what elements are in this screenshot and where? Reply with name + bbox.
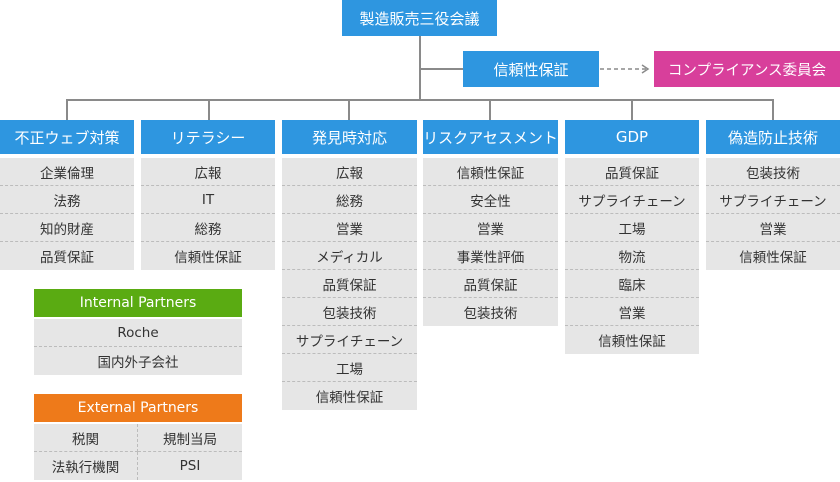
dept-header-gdp: GDP [565,120,699,154]
list-item: サプライチェーン [282,326,417,354]
list-item: 品質保証 [282,270,417,298]
list-item: IT [141,186,275,214]
list-item: 法務 [0,186,134,214]
list-item: 工場 [565,214,699,242]
dept-header-fraud-web: 不正ウェブ対策 [0,120,134,154]
list-item: Roche [34,319,242,347]
list-item: 営業 [282,214,417,242]
list-item: メディカル [282,242,417,270]
list-item: 信頼性保証 [739,250,807,266]
list-item: 広報 [141,158,275,186]
arrow-head-icon [641,64,650,74]
list-item: 物流 [565,242,699,270]
grid-item: 税関 [34,424,138,452]
list-item: 安全性 [423,186,558,214]
list-item: 信頼性保証 [315,390,384,406]
list-item: 工場 [282,354,417,382]
list-item: 臨床 [565,270,699,298]
list-item: 信頼性保証 [598,334,666,350]
list-item: 信頼性保証 [423,158,558,186]
external-partners-grid: 税関 規制当局 法執行機関 PSI [34,424,242,480]
dept-header-literacy: リテラシー [141,120,275,154]
compliance-committee-box: コンプライアンス委員会 [654,51,840,87]
list-item: 営業 [565,298,699,326]
list-item: 広報 [282,158,417,186]
list-item: 総務 [141,214,275,242]
external-partners-header: External Partners [34,394,242,422]
list-item: 包装技術 [463,306,518,322]
dept-list-fraud-web: 企業倫理 法務 知的財産 品質保証 [0,158,134,270]
list-item: 包装技術 [282,298,417,326]
internal-partners-header: Internal Partners [34,289,242,317]
list-item: 営業 [706,214,840,242]
dept-header-anti-counterfeit: 偽造防止技術 [706,120,840,154]
dept-list-gdp: 品質保証 サプライチェーン 工場 物流 臨床 営業 信頼性保証 [565,158,699,354]
dept-header-response: 発見時対応 [282,120,417,154]
internal-partners-list: Roche 国内外子会社 [34,319,242,375]
list-item: サプライチェーン [565,186,699,214]
list-item: 品質保証 [565,158,699,186]
grid-item: PSI [179,458,201,474]
list-item: 総務 [282,186,417,214]
grid-item: 法執行機関 [34,452,138,480]
list-item: 事業性評価 [423,242,558,270]
dept-list-risk-assessment: 信頼性保証 安全性 営業 事業性評価 品質保証 包装技術 [423,158,558,326]
grid-item: 規制当局 [138,424,242,452]
list-item: 国内外子会社 [97,355,179,371]
list-item: 知的財産 [0,214,134,242]
list-item: 営業 [423,214,558,242]
list-item: 包装技術 [706,158,840,186]
dept-list-literacy: 広報 IT 総務 信頼性保証 [141,158,275,270]
list-item: 品質保証 [423,270,558,298]
list-item: サプライチェーン [706,186,840,214]
dept-header-risk-assessment: リスクアセスメント [423,120,558,154]
list-item: 企業倫理 [0,158,134,186]
dept-list-anti-counterfeit: 包装技術 サプライチェーン 営業 信頼性保証 [706,158,840,270]
list-item: 信頼性保証 [174,250,242,266]
dept-list-response: 広報 総務 営業 メディカル 品質保証 包装技術 サプライチェーン 工場 信頼性… [282,158,417,410]
top-committee-box: 製造販売三役会議 [342,0,497,36]
qa-box: 信頼性保証 [463,51,599,87]
list-item: 品質保証 [40,250,94,266]
